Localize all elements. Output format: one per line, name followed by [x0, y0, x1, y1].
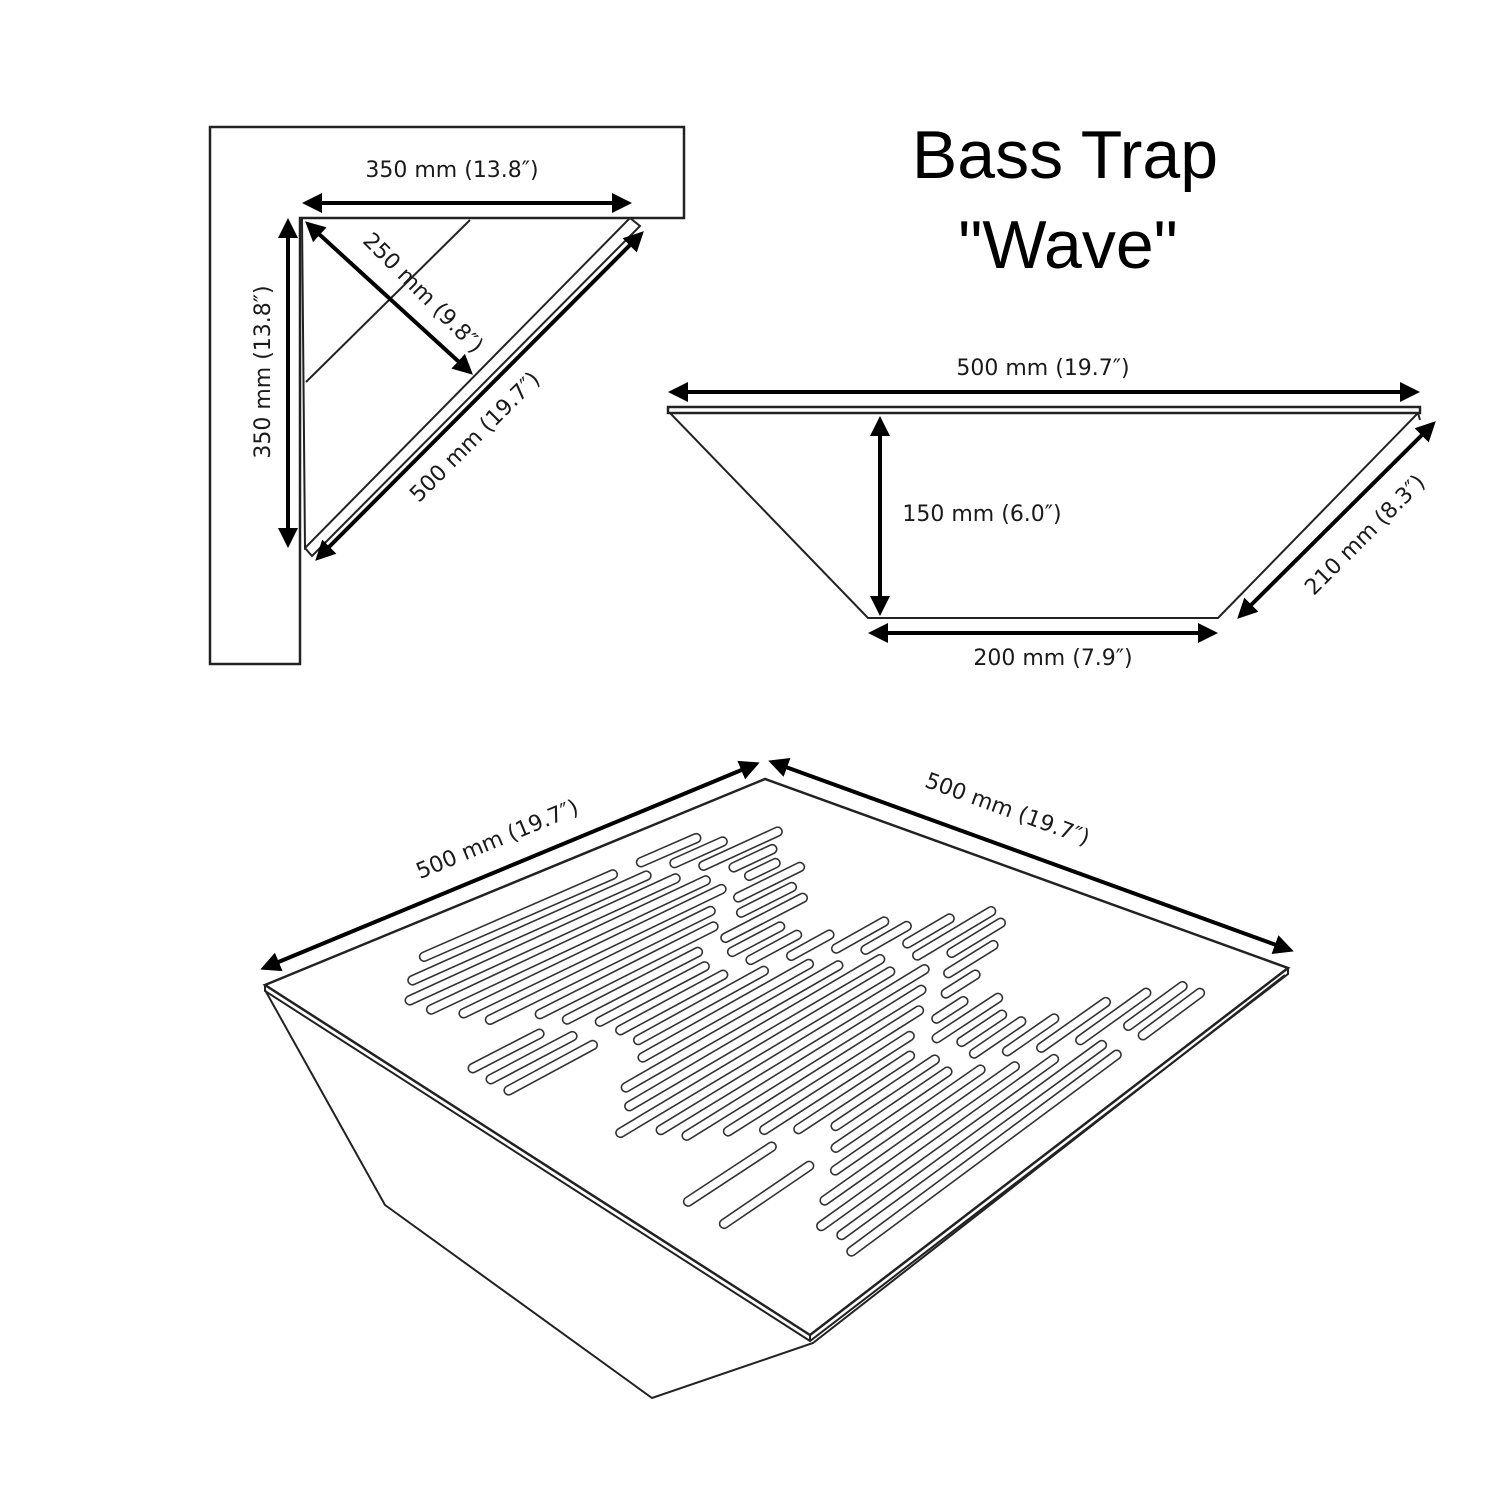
trapezoid-profile	[667, 412, 1421, 619]
wave-slot	[846, 1049, 1122, 1257]
wave-slot	[637, 958, 815, 1063]
wave-slot	[1123, 980, 1188, 1032]
wave-slot	[718, 1160, 815, 1230]
wave-slot	[968, 1016, 1027, 1059]
wave-slot	[620, 960, 844, 1093]
perspective-left-arrow	[260, 760, 760, 972]
top-depth-label: 250 mm (9.8″)	[357, 228, 487, 358]
title-line-1: Bass Trap	[912, 117, 1218, 193]
top-view: 350 mm (13.8″) 350 mm (13.8″) 250 mm (9.…	[208, 125, 686, 666]
wave-slot	[940, 969, 981, 999]
side-height-label: 150 mm (6.0″)	[902, 502, 1061, 527]
diagonal-dimension-arrow	[315, 231, 644, 561]
wave-slot	[722, 1005, 925, 1137]
wave-slot	[655, 964, 930, 1136]
wave-slot	[819, 1061, 1020, 1206]
wave-slot	[632, 965, 770, 1046]
wave-slot	[931, 995, 969, 1024]
wave-slot	[615, 969, 729, 1036]
wave-slot	[1001, 1013, 1060, 1057]
corner-trap-outline	[300, 217, 633, 551]
perspective-right-label: 500 mm (19.7″)	[922, 769, 1093, 852]
wave-slot	[503, 1039, 599, 1096]
wave-slot	[485, 1030, 578, 1085]
wave-slot	[681, 984, 927, 1141]
side-bottom-label: 200 mm (7.9″)	[973, 646, 1132, 671]
wave-slot	[793, 1050, 916, 1135]
wave-slot	[1035, 996, 1112, 1053]
wave-slot	[956, 1009, 1008, 1048]
panel-corner	[1417, 412, 1421, 421]
title-line-2: "Wave"	[958, 207, 1178, 283]
side-view: 500 mm (19.7″) 150 mm (6.0″) 200 mm (7.9…	[666, 356, 1436, 671]
wave-slot	[624, 953, 886, 1112]
top-height-label: 350 mm (13.8″)	[251, 285, 276, 458]
wave-slot	[816, 1053, 1060, 1232]
top-width-label: 350 mm (13.8″)	[365, 158, 538, 183]
wave-slot	[830, 1054, 941, 1132]
trap-body-outline	[264, 974, 1286, 1400]
wave-slot	[682, 1141, 777, 1207]
side-top-label: 500 mm (19.7″)	[956, 356, 1129, 381]
wave-slot	[758, 1030, 915, 1136]
side-slant-arrow	[1237, 421, 1436, 619]
wave-slot	[1075, 987, 1152, 1046]
perspective-right-arrow	[768, 758, 1294, 954]
wave-slot	[615, 966, 896, 1139]
wave-slot	[829, 1064, 986, 1176]
corner-wall	[208, 125, 686, 666]
wave-slot	[931, 992, 1004, 1044]
top-diagonal-label: 500 mm (19.7″)	[405, 367, 545, 507]
wave-slot	[830, 1066, 953, 1153]
wave-slot	[1137, 987, 1206, 1041]
wave-slot	[467, 1028, 545, 1074]
wave-slot	[836, 1039, 1108, 1241]
perspective-view: 500 mm (19.7″) 500 mm (19.7″)	[260, 758, 1294, 1400]
